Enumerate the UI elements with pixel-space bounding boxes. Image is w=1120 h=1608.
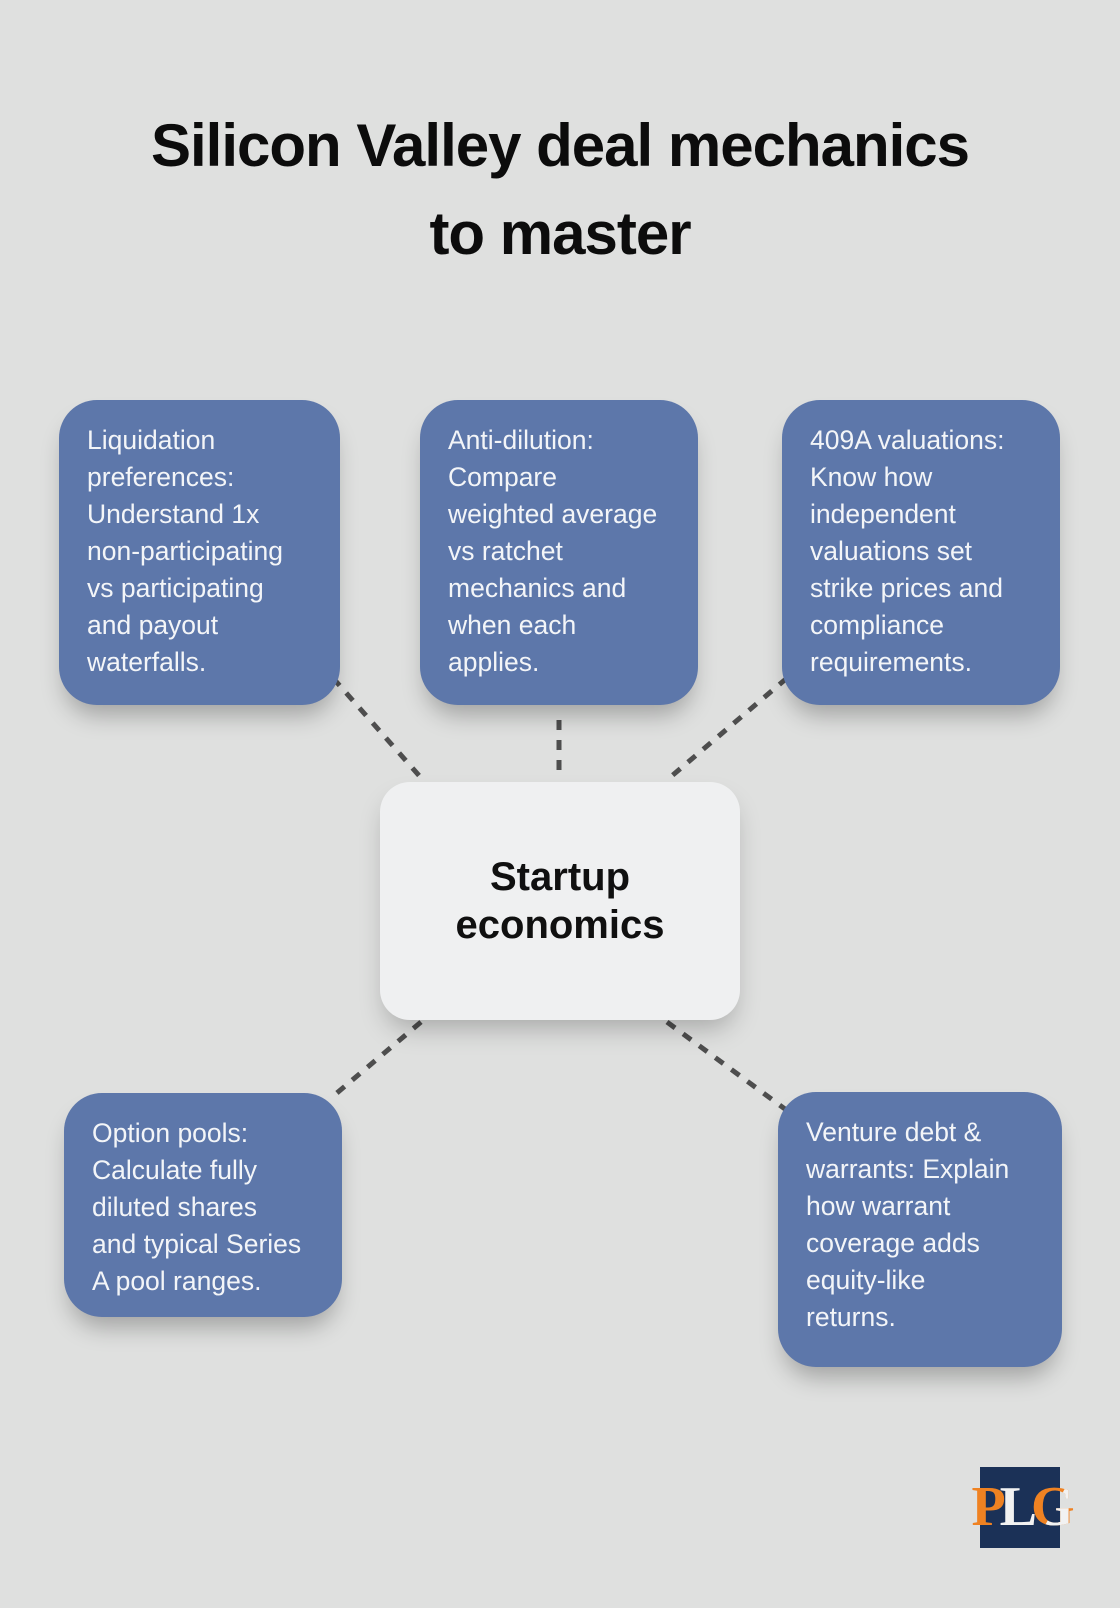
connector-center-to-optionpools (329, 1020, 423, 1100)
node-liquidation-preferences-text: Liquidation preferences: Understand 1x n… (87, 425, 283, 677)
connector-center-to-venturedebt (665, 1019, 791, 1115)
plg-logo-letter-p: P (971, 1476, 1005, 1538)
node-venture-debt-warrants: Venture debt & warrants: Explain how war… (778, 1092, 1062, 1367)
node-option-pools-text: Option pools: Calculate fully diluted sh… (92, 1118, 302, 1296)
center-node-label: Startup economics (455, 855, 665, 947)
connector-liquidation-to-center (331, 676, 425, 782)
plg-logo-letter-l: L (999, 1476, 1037, 1538)
node-liquidation-preferences: Liquidation preferences: Understand 1x n… (59, 400, 340, 705)
center-node-startup-economics: Startup economics (380, 782, 740, 1020)
node-venture-debt-warrants-text: Venture debt & warrants: Explain how war… (806, 1117, 1010, 1332)
page-title-line1: Silicon Valley deal mechanics (150, 112, 970, 179)
page-title: Silicon Valley deal mechanics to master (0, 102, 1120, 278)
node-409a-valuations-text: 409A valuations: Know how independent va… (810, 425, 1005, 677)
node-409a-valuations: 409A valuations: Know how independent va… (782, 400, 1060, 705)
node-anti-dilution: Anti-dilution: Compare weighted average … (420, 400, 698, 705)
page-title-line2: to master (429, 200, 691, 267)
node-option-pools: Option pools: Calculate fully diluted sh… (64, 1093, 342, 1317)
plg-logo-letter-g-orange: G (1031, 1476, 1074, 1538)
node-anti-dilution-text: Anti-dilution: Compare weighted average … (448, 425, 658, 677)
